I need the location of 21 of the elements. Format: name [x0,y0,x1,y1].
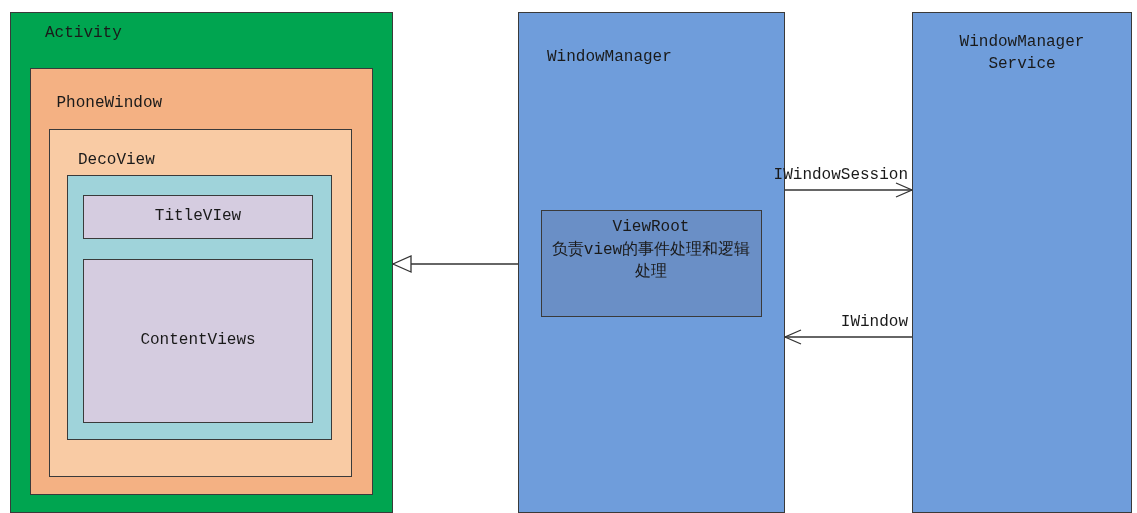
service-box [912,12,1132,513]
arrow [784,329,913,345]
view-box [83,259,313,423]
box-label: TitleVIew [153,206,243,226]
box-label: WindowManager Service [958,32,1086,75]
viewroot-box [540,209,762,317]
box-label: DecoView [78,150,155,170]
box-label: WindowManager [547,47,672,67]
description-text: 负责view的事件处理和逻辑处理 [550,239,752,283]
container-box [66,174,332,440]
box-label: ViewRoot [611,216,691,237]
window-box [29,67,373,495]
box-label: Activity [45,23,122,43]
view-box [49,129,352,477]
arrow [784,182,913,198]
box-label: ContentViews [139,330,257,350]
view-box [83,195,313,239]
activity-box [10,12,393,513]
arrow [392,255,519,273]
edge-label: IWindow [840,313,908,331]
box-label: PhoneWindow [56,92,163,113]
